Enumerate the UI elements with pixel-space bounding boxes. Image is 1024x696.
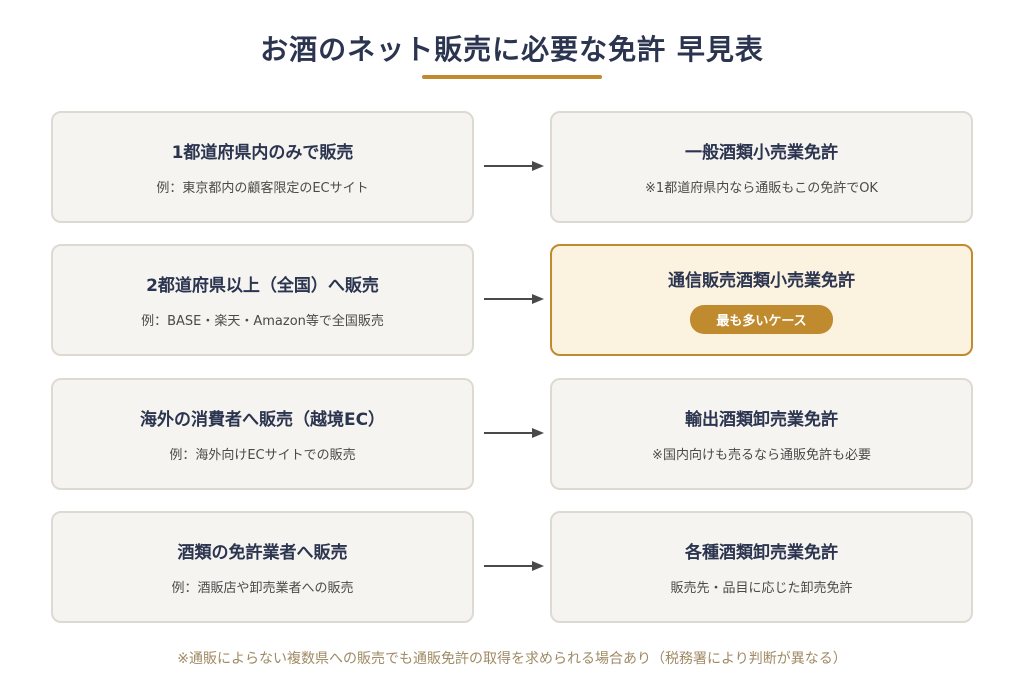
arrow-right-icon — [484, 428, 544, 438]
condition-example: 例：酒販店や卸売業者への販売 — [171, 581, 354, 596]
license-title: 各種酒類卸売業免許 — [685, 543, 838, 563]
footnote: ※通販によらない複数県への販売でも通販免許の取得を求められる場合あり（税務署によ… — [177, 651, 847, 667]
condition-card: 2都道府県以上（全国）へ販売 例：BASE・楽天・Amazon等で全国販売 — [51, 244, 474, 356]
license-row-3: 海外の消費者へ販売（越境EC） 例：海外向けECサイトでの販売 輸出酒類卸売業免… — [0, 378, 1024, 492]
condition-example: 例：海外向けECサイトでの販売 — [169, 448, 356, 463]
license-title: 通信販売酒類小売業免許 — [668, 271, 855, 291]
license-title: 輸出酒類卸売業免許 — [685, 410, 838, 430]
license-row-2: 2都道府県以上（全国）へ販売 例：BASE・楽天・Amazon等で全国販売 通信… — [0, 244, 1024, 358]
license-title: 一般酒類小売業免許 — [685, 143, 838, 163]
license-card: 輸出酒類卸売業免許 ※国内向けも売るなら通販免許も必要 — [550, 378, 973, 490]
condition-example: 例：BASE・楽天・Amazon等で全国販売 — [141, 314, 384, 329]
arrow-right-icon — [484, 161, 544, 171]
condition-title: 1都道府県内のみで販売 — [171, 143, 354, 163]
condition-title: 海外の消費者へ販売（越境EC） — [139, 410, 386, 430]
condition-card: 1都道府県内のみで販売 例：東京都内の顧客限定のECサイト — [51, 111, 474, 223]
most-common-badge: 最も多いケース — [690, 305, 833, 334]
page-title: お酒のネット販売に必要な免許 早見表 — [260, 33, 764, 66]
condition-card: 海外の消費者へ販売（越境EC） 例：海外向けECサイトでの販売 — [51, 378, 474, 490]
condition-title: 酒類の免許業者へ販売 — [177, 543, 348, 563]
license-card: 一般酒類小売業免許 ※1都道府県内なら通販もこの免許でOK — [550, 111, 973, 223]
license-card-highlighted: 通信販売酒類小売業免許 最も多いケース — [550, 244, 973, 356]
title-underline — [422, 75, 602, 79]
license-note: ※1都道府県内なら通販もこの免許でOK — [645, 181, 878, 196]
license-note: 販売先・品目に応じた卸売免許 — [670, 581, 853, 596]
license-note: ※国内向けも売るなら通販免許も必要 — [652, 448, 871, 463]
condition-title: 2都道府県以上（全国）へ販売 — [146, 276, 379, 296]
arrow-right-icon — [484, 561, 544, 571]
license-row-4: 酒類の免許業者へ販売 例：酒販店や卸売業者への販売 各種酒類卸売業免許 販売先・… — [0, 511, 1024, 625]
license-card: 各種酒類卸売業免許 販売先・品目に応じた卸売免許 — [550, 511, 973, 623]
license-row-1: 1都道府県内のみで販売 例：東京都内の顧客限定のECサイト 一般酒類小売業免許 … — [0, 111, 1024, 225]
condition-card: 酒類の免許業者へ販売 例：酒販店や卸売業者への販売 — [51, 511, 474, 623]
condition-example: 例：東京都内の顧客限定のECサイト — [156, 181, 369, 196]
arrow-right-icon — [484, 294, 544, 304]
